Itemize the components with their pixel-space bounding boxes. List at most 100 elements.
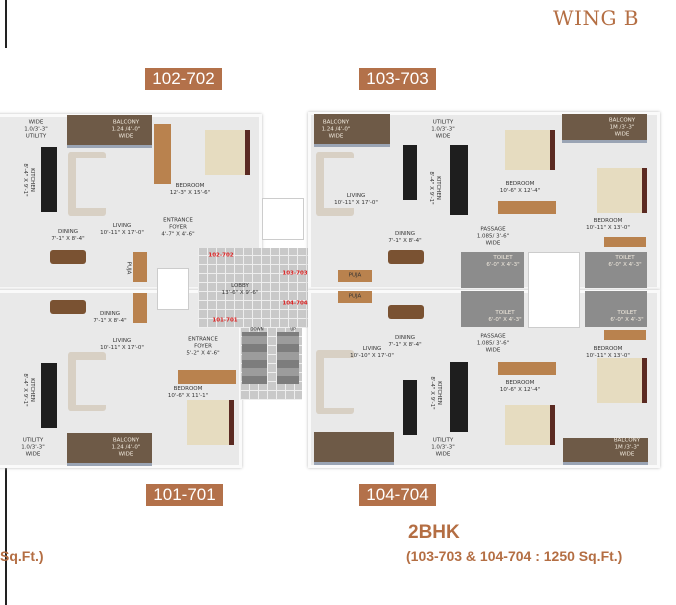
balcony-rt <box>314 114 390 147</box>
shaft-right <box>528 252 580 328</box>
sofa-lt <box>68 152 106 216</box>
staircase-down <box>242 332 267 384</box>
toilet-rt1 <box>461 252 524 288</box>
wardrobe-rt1 <box>498 201 556 214</box>
label-r-puja2: PUJA <box>348 293 362 300</box>
toilet-rt2 <box>585 252 647 288</box>
lift-shaft <box>262 198 304 240</box>
wardrobe-rt2 <box>604 237 646 247</box>
kitchen-counter-rt2 <box>450 145 468 215</box>
lobby-floor <box>198 248 308 328</box>
door-label-103-703: 103-703 <box>282 270 308 277</box>
door-label-104-704: 104-704 <box>282 300 308 307</box>
toilet-rb2 <box>585 291 647 327</box>
door-label-101-701: 101-701 <box>212 317 238 324</box>
kitchen-counter-lt <box>41 147 57 212</box>
puja-unit-lt <box>133 252 147 282</box>
unit-type-title: 2BHK <box>408 522 460 543</box>
puja-unit-r2 <box>338 291 372 303</box>
dining-table-lt <box>50 250 86 264</box>
bed-lb <box>187 400 234 445</box>
bed-rt1 <box>505 130 555 170</box>
kitchen-counter-rt <box>403 145 417 200</box>
label-lt-puja: PUJA <box>125 261 132 275</box>
left-area-fragment: Sq.Ft.) <box>0 548 44 564</box>
kitchen-counter-lb <box>41 363 57 428</box>
sofa-rb <box>316 350 354 414</box>
balcony-lb <box>67 433 152 466</box>
wardrobe-lb <box>178 370 236 384</box>
unit-tag-101-701: 101-701 <box>146 484 223 506</box>
puja-unit-r1 <box>338 270 372 282</box>
wardrobe-rb1 <box>498 362 556 375</box>
toilet-rb1 <box>461 291 524 327</box>
margin-line-bottom <box>5 468 7 605</box>
shaft-left <box>157 268 189 310</box>
dining-table-rt <box>388 250 424 264</box>
kitchen-counter-rb <box>403 380 417 435</box>
unit-tag-102-702: 102-702 <box>145 68 222 90</box>
unit-tag-103-703: 103-703 <box>359 68 436 90</box>
bed-lt <box>205 130 250 175</box>
wardrobe-lt <box>154 124 171 184</box>
bed-rt2 <box>597 168 647 213</box>
staircase-up <box>277 332 299 384</box>
balcony-rb2 <box>563 438 648 465</box>
margin-line-top <box>5 0 7 48</box>
wing-title: WING B <box>553 6 639 30</box>
wardrobe-rb2 <box>604 330 646 340</box>
sofa-rt <box>316 152 354 216</box>
dining-table-lb <box>50 300 86 314</box>
stair-up-label: UP <box>290 326 296 332</box>
bed-rb2 <box>597 358 647 403</box>
door-label-102-702: 102-702 <box>208 252 234 259</box>
balcony-lt <box>67 115 152 148</box>
balcony-rt2 <box>562 114 647 143</box>
unit-type-area: (103-703 & 104-704 : 1250 Sq.Ft.) <box>406 548 623 564</box>
stair-down-label: DOWN <box>250 326 264 332</box>
puja-unit-lb <box>133 293 147 323</box>
kitchen-counter-rb2 <box>450 362 468 432</box>
balcony-rb <box>314 432 394 465</box>
label-r-puja1: PUJA <box>348 272 362 279</box>
unit-tag-104-704: 104-704 <box>359 484 436 506</box>
sofa-lb <box>68 352 106 411</box>
dining-table-rb <box>388 305 424 319</box>
bed-rb1 <box>505 405 555 445</box>
